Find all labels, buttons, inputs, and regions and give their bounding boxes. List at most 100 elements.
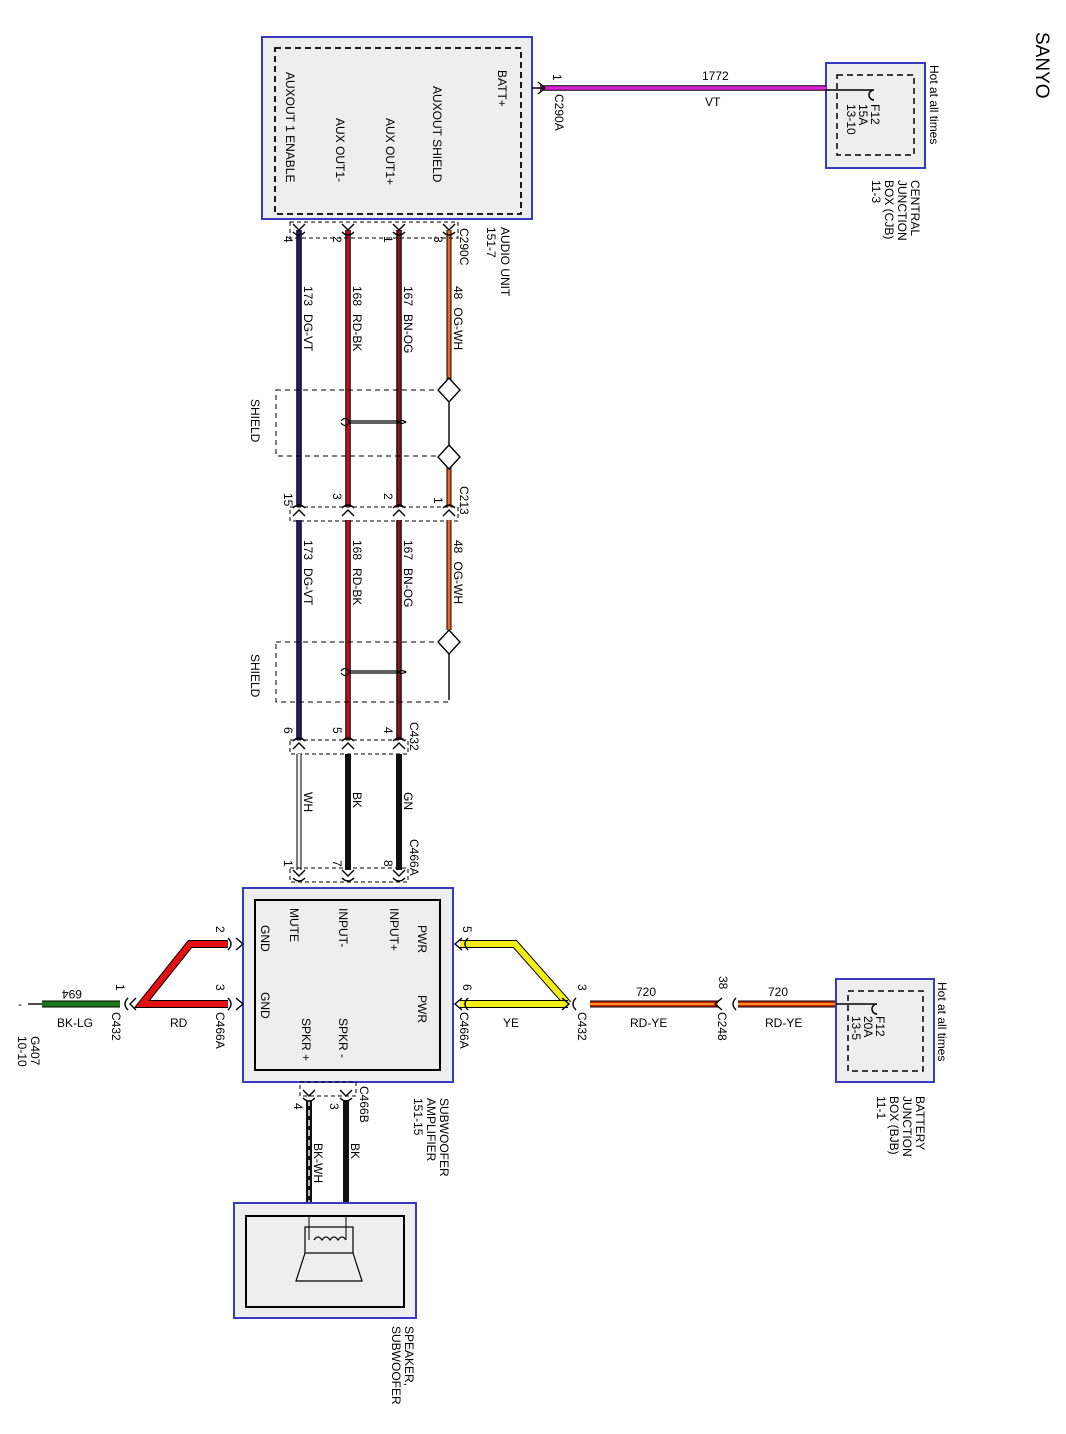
pin-c290c-1: 1 bbox=[381, 236, 395, 243]
wire-48-label-upper: 48OG-WH bbox=[451, 286, 465, 350]
wire-167-label-upper: 167BN-OG bbox=[401, 286, 415, 353]
cjb-name-3: BOX (CJB) bbox=[882, 180, 896, 239]
cjb-name-1: CENTRAL bbox=[908, 180, 922, 236]
connector-c432-ground: C432 bbox=[109, 1012, 123, 1041]
battery-junction-box: F12 20A 13-5 Hot at all times BATTERY JU… bbox=[835, 978, 949, 1157]
amp-pin-spkr-minus: SPKR - bbox=[336, 1018, 350, 1058]
pin-label-aux-out1-minus: AUX OUT1- bbox=[333, 118, 347, 182]
bjb-name-2: JUNCTION bbox=[900, 1096, 914, 1157]
pin-c466a-7: 7 bbox=[330, 860, 344, 867]
wire-720-circuit-2: 720 bbox=[768, 985, 788, 999]
amp-pin-input-plus: INPUT+ bbox=[387, 908, 401, 951]
connector-c466b: C466B bbox=[357, 1086, 371, 1123]
pin-c432-ground: 1 bbox=[113, 984, 127, 991]
connector-c290c: C290C bbox=[457, 228, 471, 266]
amp-pin-spkr-plus: SPKR + bbox=[299, 1018, 313, 1061]
bjb-name-3: BOX (BJB) bbox=[887, 1096, 901, 1155]
pin-amp-6: 6 bbox=[460, 984, 474, 991]
pin-c290c-2: 2 bbox=[330, 236, 344, 243]
ground-dash: - bbox=[18, 997, 22, 1011]
connector-c432-vertical-group: C432 4 5 6 bbox=[281, 722, 421, 755]
cjb-fuse-location: 13-10 bbox=[844, 104, 858, 135]
shield-label-middle: SHIELD bbox=[248, 654, 262, 698]
amp-pin-mute: MUTE bbox=[287, 908, 301, 942]
pin-c432-power: 3 bbox=[575, 984, 589, 991]
pin-c432-4: 4 bbox=[381, 727, 395, 734]
pin-label-batt: BATT+ bbox=[495, 70, 509, 107]
wire-1772-color: VT bbox=[705, 95, 721, 109]
amp-pin-pwr-2: PWR bbox=[415, 995, 429, 1023]
connector-c466a-right: C466A bbox=[457, 1012, 471, 1049]
wire-720-circuit-1: 720 bbox=[636, 985, 656, 999]
wire-167-label-middle: 167BN-OG bbox=[401, 540, 415, 607]
speaker-name-2: SUBWOOFER bbox=[389, 1326, 403, 1405]
bjb-fuse-id: F12 bbox=[873, 1016, 887, 1037]
pin-label-auxout1-enable: AUXOUT 1 ENABLE bbox=[283, 72, 297, 182]
wire-wh-label: WH bbox=[301, 792, 315, 812]
speaker-name-1: SPEAKER, bbox=[402, 1326, 416, 1386]
pin-label-aux-out1-plus: AUX OUT1+ bbox=[383, 118, 397, 185]
wire-48-label-middle: 48OG-WH bbox=[451, 540, 465, 604]
wire-spk-bk-label: BK bbox=[348, 1143, 362, 1159]
connector-c432-power: C432 bbox=[575, 1012, 589, 1041]
wire-1772: 1 C290A 1772 VT bbox=[532, 69, 826, 131]
bjb-name-1: BATTERY bbox=[913, 1096, 927, 1150]
audio-unit-name: AUDIO UNIT bbox=[498, 227, 512, 297]
amp-pin-gnd-1: GND bbox=[258, 925, 272, 952]
shield-label-upper: SHIELD bbox=[248, 399, 262, 443]
bjb-fuse-location: 13-5 bbox=[849, 1016, 863, 1040]
harness-lower: GN BK WH C466A 8 7 1 bbox=[281, 754, 421, 883]
amp-ref: 151-15 bbox=[411, 1098, 425, 1136]
wire-bk-label: BK bbox=[350, 792, 364, 808]
wire-gn-label: GN bbox=[401, 792, 415, 810]
ground-wires: 2 3 C466A RD 1 C432 694 BK-LG - G407 10-… bbox=[15, 926, 245, 1067]
connector-c466a-left: C466A bbox=[213, 1012, 227, 1049]
cjb-fuse-amp: 15A bbox=[856, 104, 870, 125]
amp-name-2: AMPLIFIER bbox=[424, 1098, 438, 1162]
pin-c213-2: 2 bbox=[381, 493, 395, 500]
connector-c213: C213 bbox=[457, 486, 471, 515]
wire-720-color-2: RD-YE bbox=[765, 1016, 802, 1030]
harness-middle: 48OG-WH 167BN-OG 168RD-BK 173DG-VT SHIEL… bbox=[248, 520, 465, 740]
pin-c213-3: 3 bbox=[330, 493, 344, 500]
pin-c466a-8: 8 bbox=[381, 860, 395, 867]
pin-c290c-3: 3 bbox=[431, 236, 445, 243]
wire-720-color-1: RD-YE bbox=[630, 1016, 667, 1030]
central-junction-box: F12 15A 13-10 Hot at all times CENTRAL J… bbox=[825, 62, 941, 241]
bjb-ref: 11-1 bbox=[874, 1096, 888, 1119]
pin-c213-15: 15 bbox=[281, 493, 295, 507]
ground-name: G407 bbox=[28, 1036, 42, 1066]
connector-c432-vertical: C432 bbox=[407, 722, 421, 751]
wire-173-label-middle: 173DG-VT bbox=[301, 540, 315, 606]
connector-c213-group: C213 1 2 3 15 bbox=[281, 486, 471, 522]
pin-c432-5: 5 bbox=[330, 727, 344, 734]
pin-c466b-4: 4 bbox=[291, 1103, 305, 1110]
ground-ref: 10-10 bbox=[15, 1036, 29, 1067]
wire-168-label-middle: 168RD-BK bbox=[350, 540, 364, 605]
connector-c248: C248 bbox=[715, 1012, 729, 1041]
pin-label-auxout-shield: AUXOUT SHIELD bbox=[430, 86, 444, 183]
pin-amp-5: 5 bbox=[460, 926, 474, 933]
amp-pin-input-minus: INPUT- bbox=[336, 908, 350, 947]
speaker-subwoofer: SPEAKER, SUBWOOFER bbox=[233, 1202, 417, 1405]
amp-name-1: SUBWOOFER bbox=[437, 1098, 451, 1177]
pin-c213-1: 1 bbox=[431, 497, 445, 504]
wire-694-circuit: 694 bbox=[62, 987, 82, 1001]
wire-694-color: BK-LG bbox=[57, 1016, 93, 1030]
amp-pin-gnd-2: GND bbox=[258, 992, 272, 1019]
cjb-fuse-id: F12 bbox=[868, 104, 882, 125]
pin-c466a-1: 1 bbox=[281, 860, 295, 867]
wire-168-label-upper: 168RD-BK bbox=[350, 286, 364, 351]
wire-rd-label: RD bbox=[170, 1016, 188, 1030]
amp-pin-pwr-1: PWR bbox=[415, 925, 429, 953]
wire-ye-label: YE bbox=[503, 1016, 519, 1030]
pin-c290c-4: 4 bbox=[281, 236, 295, 243]
audio-unit-ref: 151-7 bbox=[484, 227, 498, 258]
bjb-hot-label: Hot at all times bbox=[935, 982, 949, 1061]
connector-c466a-top: C466A bbox=[407, 839, 421, 876]
page-title: SANYO bbox=[1031, 32, 1052, 99]
pin-amp-2: 2 bbox=[213, 926, 227, 933]
pin-c290a: 1 bbox=[550, 74, 564, 81]
pin-amp-3: 3 bbox=[213, 984, 227, 991]
